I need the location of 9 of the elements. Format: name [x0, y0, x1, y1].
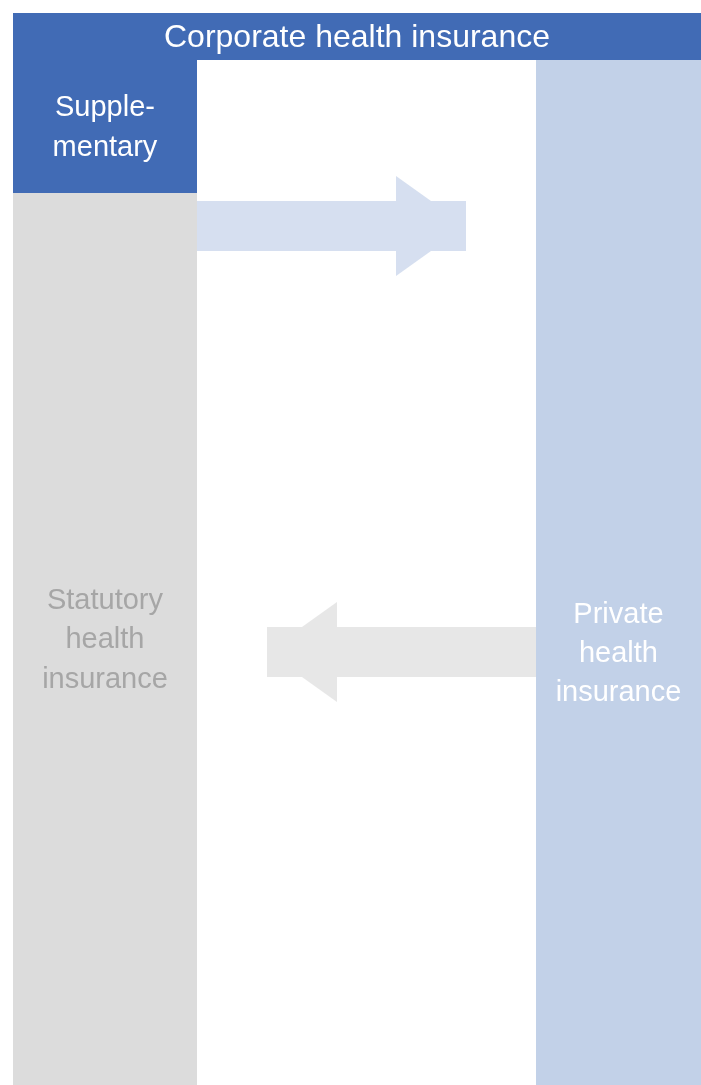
box-label: Supple-mentary: [51, 89, 159, 164]
title-band: [13, 13, 701, 60]
column-box: [13, 193, 197, 1085]
column-label: Private health insurance: [554, 595, 683, 710]
column-box: [536, 60, 701, 1085]
category-box: [13, 60, 197, 193]
block-arrow: [267, 602, 536, 702]
band-title: Corporate health insurance: [164, 16, 550, 56]
block-arrow: [197, 176, 466, 276]
